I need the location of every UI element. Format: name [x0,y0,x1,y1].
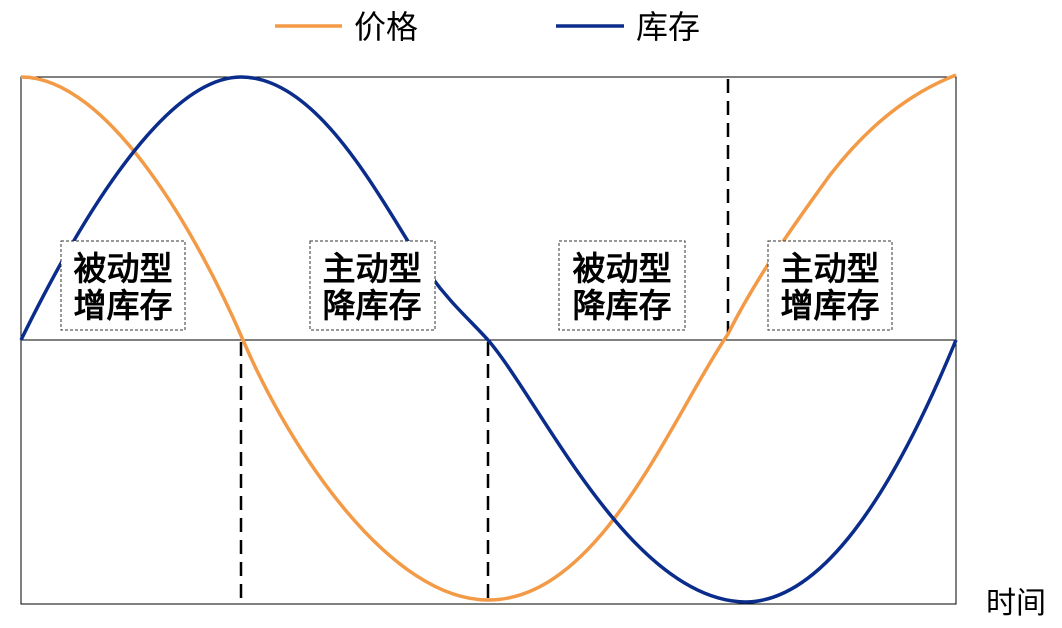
phase-label-1: 被动型 增库存 [60,240,186,331]
phase-3-line2: 降库存 [573,286,672,325]
phase-1-line1: 被动型 [74,249,173,288]
inventory-curve [19,75,958,604]
phase-labels: 被动型 增库存 主动型 降库存 被动型 降库存 主动型 增库存 [60,240,893,331]
phase-2-line1: 主动型 [323,249,422,288]
phase-box-2 [309,240,436,331]
phase-label-2: 主动型 降库存 [309,240,436,331]
legend-price-label: 价格 [354,8,418,46]
phase-4-line1: 主动型 [781,249,880,288]
phase-box-1 [60,240,186,331]
legend-inventory-label: 库存 [636,8,700,46]
legend: 价格 库存 [275,8,700,46]
phase-3-line1: 被动型 [573,249,672,288]
phase-box-4 [767,240,893,331]
phase-label-4: 主动型 增库存 [767,240,893,331]
phase-1-line2: 增库存 [74,286,173,325]
price-curve [20,73,957,602]
phase-label-3: 被动型 降库存 [558,240,686,331]
phase-box-3 [558,240,686,331]
x-axis-label: 时间 [986,586,1046,621]
phase-2-line2: 降库存 [323,286,422,325]
phase-4-line2: 增库存 [781,286,880,325]
